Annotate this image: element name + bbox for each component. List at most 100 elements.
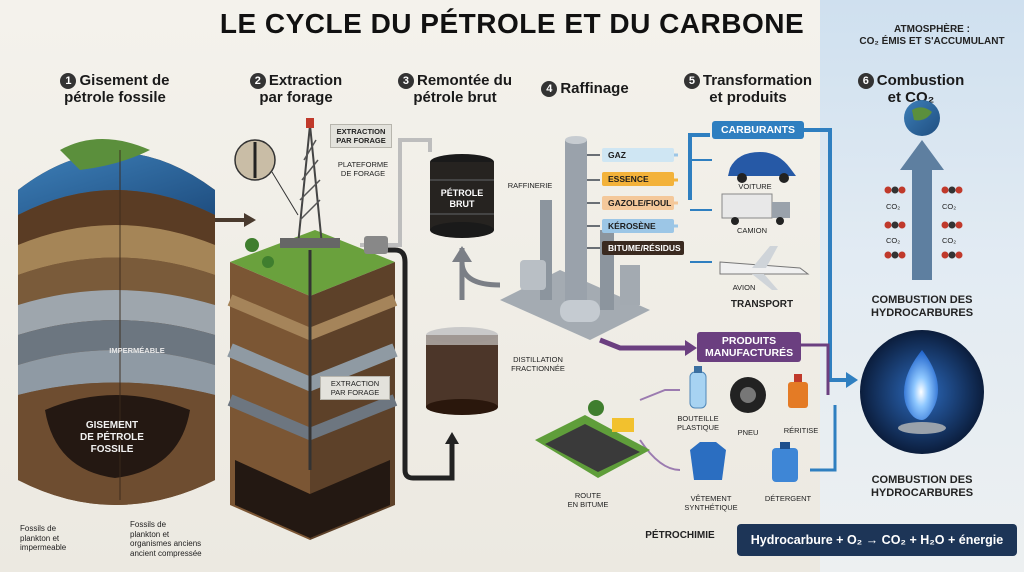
vetement-label: VÊTEMENT SYNTHÉTIQUE xyxy=(678,494,744,512)
fossils-right-line1: Fossils de xyxy=(130,520,167,529)
pipe-to-beaker xyxy=(380,247,455,481)
refinery-label: RAFFINERIE xyxy=(507,181,553,190)
step-2-line1: Extraction xyxy=(268,72,343,89)
pump-valve xyxy=(364,236,388,254)
step-5-line2: et produits xyxy=(709,89,787,106)
bottle-icon xyxy=(689,366,707,409)
pipe-to-barrel xyxy=(360,138,432,247)
carburants-box: CARBURANTS xyxy=(712,121,804,139)
step-2-number: 2 xyxy=(249,73,266,89)
co2-label-4: CO₂ xyxy=(942,236,957,245)
step-1-line1: Gisement de xyxy=(79,72,170,89)
step-1-line2: pétrole fossile xyxy=(64,89,166,106)
bouteille-label: BOUTEILLE PLASTIQUE xyxy=(670,414,726,432)
step-4-number: 4 xyxy=(541,81,558,97)
carburants-flow xyxy=(688,133,710,200)
fossils-right-label: Fossils de plankton et organismes ancien… xyxy=(130,520,240,558)
drill-inset xyxy=(234,139,299,216)
step-4-line1: Raffinage xyxy=(560,80,629,97)
co2-molecules xyxy=(884,186,963,259)
truck-icon xyxy=(721,193,790,225)
impermeable-label: IMPERMÉABLE xyxy=(109,346,165,355)
fossils-right-line2: plankton et xyxy=(130,529,170,539)
atmosphere-line2: CO₂ ÉMIS ET S'ACCUMULANT xyxy=(859,36,1005,47)
step-2-line2: par forage xyxy=(259,89,333,106)
step-3-line1: Remontée du xyxy=(416,72,512,89)
co2-up-arrow xyxy=(900,140,944,280)
vetement-line2: SYNTHÉTIQUE xyxy=(684,503,738,512)
step-5-number: 5 xyxy=(683,73,700,89)
fraction-gazole: GAZOLE/FIOUL xyxy=(602,196,674,210)
co2-label-3: CO₂ xyxy=(886,236,901,245)
distillation-label: DISTILLATION FRACTIONNÉE xyxy=(498,355,578,373)
transport-label: TRANSPORT xyxy=(730,299,794,310)
combustion-label-top: COMBUSTION DES HYDROCARBURES xyxy=(852,294,992,320)
fossils-right-line3: organismes anciens xyxy=(130,539,202,548)
tire-icon xyxy=(730,377,766,413)
platform-line1: PLATEFORME xyxy=(337,160,389,169)
plane-icon xyxy=(719,246,810,290)
flame-burner xyxy=(860,330,984,454)
platform-line2: DE FORAGE xyxy=(340,169,386,178)
detergent-icon xyxy=(772,442,798,482)
vetement-line1: VÊTEMENT xyxy=(690,494,732,503)
avion-label: AVION xyxy=(732,283,756,292)
fossils-right-line4: ancient compressée xyxy=(130,548,202,558)
combustion-equation: Hydrocarbure + O₂ → CO₂ + H₂O + énergie xyxy=(737,524,1017,556)
bouteille-line1: BOUTEILLE xyxy=(677,414,719,423)
extraction-top-line2: PAR FORAGE xyxy=(336,136,386,145)
jacket-icon xyxy=(690,442,726,480)
manufactures-flow xyxy=(599,337,690,351)
fraction-gaz: GAZ xyxy=(602,148,674,162)
extraction-top-line1: EXTRACTION xyxy=(336,127,386,136)
fossils-left-line3: impermeable xyxy=(20,543,67,552)
deposit-label: GISEMENT DE PÉTROLE FOSSILE xyxy=(62,420,162,456)
fossils-left-label: Fossils de plankton et impermeable xyxy=(20,524,110,553)
page-title: LE CYCLE DU PÉTROLE ET DU CARBONE xyxy=(219,8,805,39)
distillation-line1: DISTILLATION xyxy=(513,355,563,364)
atmosphere-line1: ATMOSPHÈRE : xyxy=(894,24,970,35)
step-6-line1: Combustion xyxy=(876,72,965,89)
manufactures-line2: MANUFACTURÉS xyxy=(705,347,794,359)
barrel-line2: BRUT xyxy=(449,199,475,209)
drilling-block xyxy=(227,230,398,540)
transport-to-combustion xyxy=(800,128,850,382)
voiture-label: VOITURE xyxy=(738,182,772,191)
route-line2: EN BITUME xyxy=(567,500,609,509)
step-1-number: 1 xyxy=(60,73,77,89)
earth-cutaway xyxy=(18,139,215,505)
fossils-left-line1: Fossils de xyxy=(20,524,57,533)
extraction-bottom-line2: PAR FORAGE xyxy=(330,388,380,397)
step-3-number: 3 xyxy=(397,73,414,89)
extraction-bottom-callout: EXTRACTION PAR FORAGE xyxy=(320,376,390,400)
distillation-line2: FRACTIONNÉE xyxy=(511,364,565,373)
fossils-left-line2: plankton et xyxy=(20,533,60,543)
route-label: ROUTE EN BITUME xyxy=(560,491,616,509)
drilling-derrick xyxy=(280,118,340,248)
bouteille-line2: PLASTIQUE xyxy=(676,423,720,432)
deposit-line2: DE PÉTROLE xyxy=(80,432,144,443)
refinery-plant xyxy=(500,136,650,340)
deposit-line3: FOSSILE xyxy=(90,444,134,455)
oil-beaker xyxy=(426,327,498,415)
extraction-top-callout: EXTRACTION PAR FORAGE xyxy=(330,124,392,148)
step-5-line1: Transformation xyxy=(702,72,813,89)
barrel-label: PÉTROLE BRUT xyxy=(432,188,492,210)
pneu-label: PNEU xyxy=(737,428,759,437)
step-3-line2: pétrole brut xyxy=(413,89,497,106)
reritise-label: RÉRITISE xyxy=(783,426,819,435)
combustion-bottom-line1: COMBUSTION DES xyxy=(871,474,973,486)
route-line1: ROUTE xyxy=(574,491,602,500)
oil-barrel xyxy=(430,154,494,238)
deposit-line1: GISEMENT xyxy=(85,420,139,431)
co2-label-1: CO₂ xyxy=(886,202,901,211)
platform-label: PLATEFORME DE FORAGE xyxy=(328,160,398,178)
combustion-bottom-line2: HYDROCARBURES xyxy=(870,487,974,499)
camion-label: CAMION xyxy=(737,226,767,235)
combustion-top-line1: COMBUSTION DES xyxy=(871,294,973,306)
co2-label-2: CO₂ xyxy=(942,202,957,211)
